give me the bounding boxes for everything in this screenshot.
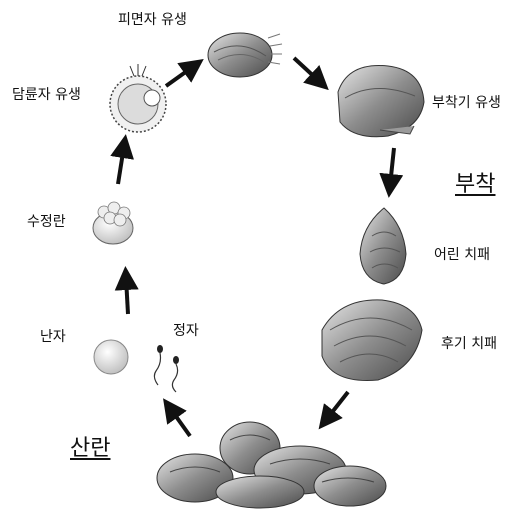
label-pediveliger: 피면자 유생: [118, 9, 187, 29]
late-spat-illustration: [322, 300, 422, 381]
egg-cell-illustration: [94, 340, 128, 374]
arrow-late-spat-to-adults: [326, 392, 348, 420]
label-egg: 난자: [40, 326, 66, 346]
arrow-trochophore-to-pediveliger: [166, 66, 194, 86]
sperm-illustration: [154, 345, 179, 392]
arrow-gametes-to-fertilized-egg: [126, 278, 128, 314]
arrow-fertilized-egg-to-trochophore: [118, 146, 124, 184]
label-sperm: 정자: [173, 320, 199, 340]
arrow-pediveliger-to-attaching: [294, 58, 320, 82]
trochophore-larva-illustration: [110, 64, 166, 132]
pediveliger-larva-illustration: [208, 33, 282, 77]
young-spat-illustration: [360, 208, 406, 284]
attaching-larva-illustration: [338, 66, 424, 137]
label-attaching-larva: 부착기 유생: [432, 92, 501, 112]
arrow-spawning-to-gametes: [170, 408, 190, 436]
stage-attachment: 부착: [455, 166, 495, 198]
label-late-spat: 후기 치패: [441, 333, 497, 353]
label-fertilized-egg: 수정란: [27, 211, 66, 231]
arrow-attaching-to-young-spat: [390, 148, 394, 186]
fertilized-egg-illustration: [93, 202, 133, 244]
stage-spawning: 산란: [70, 430, 110, 462]
label-trochophore: 담륜자 유생: [12, 84, 81, 104]
label-young-spat: 어린 치패: [434, 244, 490, 264]
